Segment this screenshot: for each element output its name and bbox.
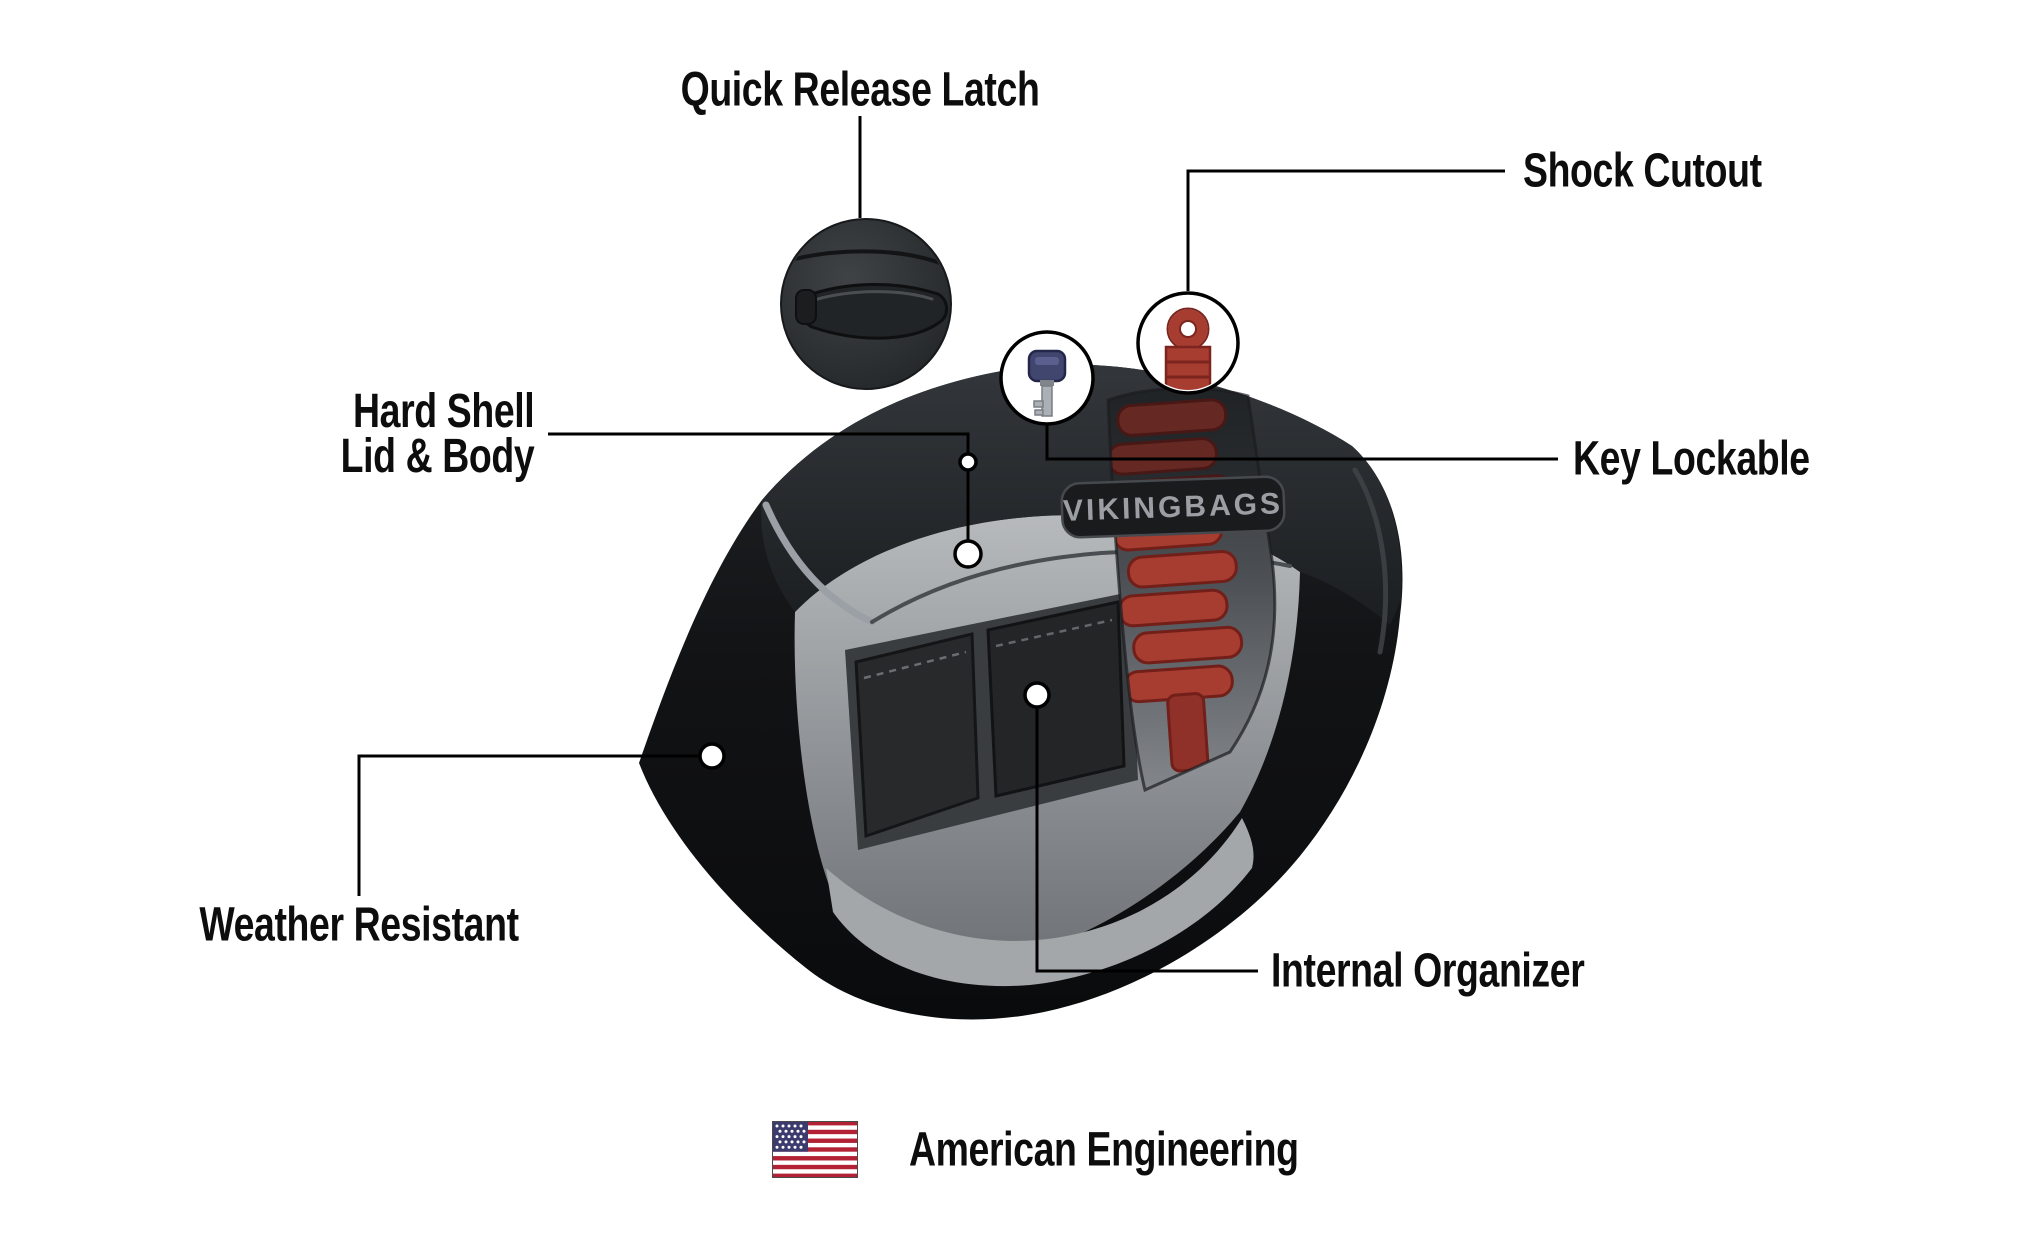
shock-top-icon [1164, 307, 1212, 390]
marker-hard-shell-body [953, 539, 983, 569]
marker-hard-shell-lid [958, 452, 978, 472]
organizer-pocket-left [854, 632, 980, 839]
callout-markers [698, 452, 1051, 770]
marker-weather-resistant [698, 742, 726, 770]
footer-american-engineering: American Engineering [909, 1123, 1299, 1177]
shock-inset [1136, 291, 1240, 395]
callout-hard-shell-line2: Lid & Body [340, 430, 534, 483]
callout-hard-shell-line1: Hard Shell [352, 385, 535, 438]
connector-key-lockable [1045, 425, 1558, 461]
connector-shock-cutout [1186, 169, 1505, 291]
brand-plaque-text: VIKINGBAGS [1062, 487, 1283, 528]
callout-key-lockable: Key Lockable [1573, 432, 1810, 486]
callout-internal-organizer: Internal Organizer [1271, 944, 1585, 998]
interior-lip [826, 818, 1254, 987]
callout-shock-cutout: Shock Cutout [1523, 144, 1762, 198]
callout-weather-resistant: Weather Resistant [199, 898, 519, 952]
lid-piping [762, 501, 876, 626]
connector-hard-shell [548, 432, 970, 540]
saddlebag-illustration: VIKINGBAGS [639, 364, 1403, 1020]
organizer-pocket-right [986, 600, 1126, 798]
marker-internal-organizer [1023, 681, 1051, 709]
brand-plaque: VIKINGBAGS [1060, 475, 1286, 539]
latch-inset [780, 218, 952, 390]
connector-internal-organizer [1035, 708, 1258, 973]
latch-detail-icon [783, 249, 949, 340]
body-highlight [1352, 467, 1389, 655]
callout-connectors [357, 116, 1558, 973]
connector-weather-resistant [357, 754, 700, 896]
callout-quick-release-latch: Quick Release Latch [680, 63, 1040, 117]
key-icon [1027, 349, 1067, 417]
key-inset [999, 330, 1095, 426]
callout-hard-shell: Hard Shell Lid & Body [340, 385, 535, 483]
us-flag-icon [772, 1121, 858, 1178]
